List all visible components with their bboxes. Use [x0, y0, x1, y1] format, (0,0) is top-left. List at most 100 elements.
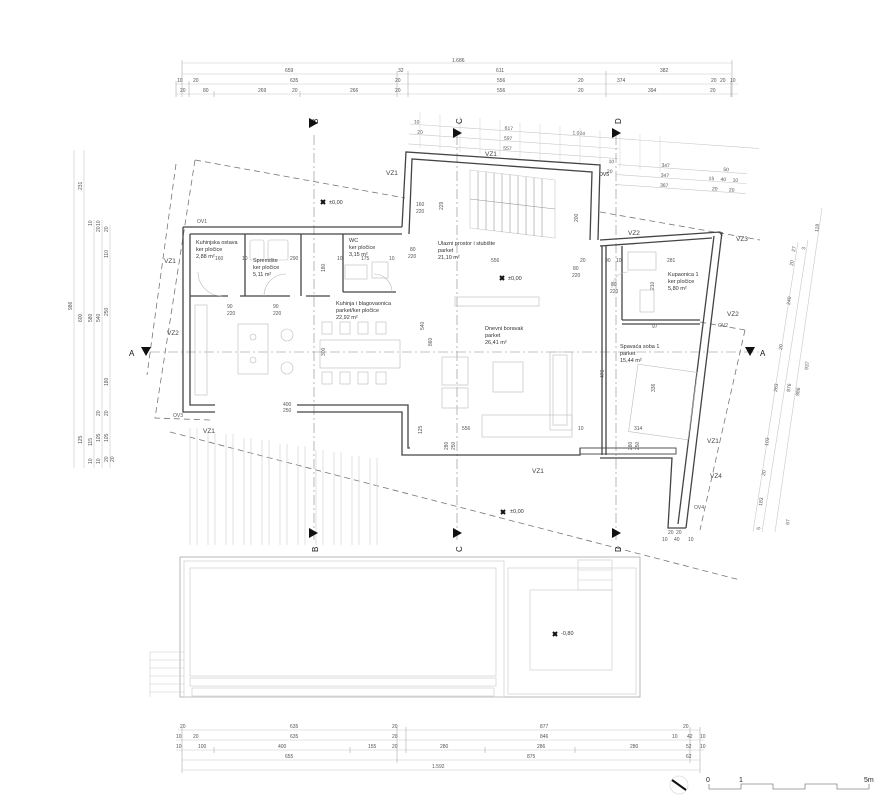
room-area: 21,10 m²	[438, 255, 460, 261]
dim-label: 557	[503, 146, 512, 153]
dim-label: 20	[761, 470, 768, 477]
dim-label: 125	[418, 425, 424, 434]
dim-label: 220	[227, 311, 236, 317]
dim-label: 556	[497, 88, 506, 94]
dim-label: 180	[104, 377, 110, 386]
dim-label: 10	[96, 458, 102, 464]
dim-label: 220	[572, 273, 581, 279]
dim-label: 97	[652, 324, 658, 330]
dim-label: 100	[198, 744, 207, 750]
dim-label: 105	[96, 433, 102, 442]
dim-label: 20	[778, 344, 785, 351]
level-value: ±0,00	[508, 276, 522, 282]
dim-label: 655	[285, 754, 294, 760]
dim-label: 20	[712, 186, 718, 192]
dim-label: 115	[88, 438, 94, 446]
pergola-slats	[189, 428, 378, 545]
dim-label: 42	[687, 734, 693, 740]
dim-label: 937	[804, 361, 811, 370]
dim-label: 281	[667, 258, 676, 264]
dim-label: 876	[786, 383, 793, 392]
room-kitchen-pantry: Kuhinjska ostava ker pločice 2,88 m²	[196, 240, 239, 260]
dim-label: 10	[700, 734, 706, 740]
dim-label: 269	[258, 88, 267, 94]
room-name: WC	[349, 238, 358, 244]
entrance-pergola-slats	[419, 112, 661, 172]
dim-label: 160	[215, 256, 224, 262]
site-boundary	[146, 159, 761, 581]
dim-label: 3	[801, 246, 807, 250]
dim-label: 20	[96, 226, 102, 232]
dim-label: 20	[607, 169, 613, 175]
section-axis-lines	[150, 135, 760, 540]
opening-tag: OV5	[599, 172, 609, 178]
dim-label: 10	[616, 258, 622, 264]
section-marker-d-top: D	[612, 118, 623, 138]
room-area: 5,80 m²	[668, 286, 687, 292]
dim-label: 286	[537, 744, 546, 750]
dim-label: 90	[227, 304, 233, 310]
opening-tag: OV3	[173, 413, 183, 419]
scale-label: 5m	[864, 777, 874, 784]
room-area: 22,92 m²	[336, 315, 358, 321]
north-arrow-icon	[669, 775, 689, 795]
room-living: Dnevni boravak parket 26,41 m²	[485, 326, 523, 346]
wall-tag: VZ1	[532, 468, 544, 475]
section-label: A	[760, 349, 766, 358]
opening-tag: OV5	[599, 172, 609, 178]
dim-label: 10	[242, 256, 248, 262]
dim-label: 394	[648, 88, 657, 94]
dim-label: 10	[578, 426, 584, 432]
section-marker-c-top: C	[453, 118, 464, 138]
dim-label: 556	[491, 258, 500, 264]
staircase	[469, 169, 556, 239]
room-bedroom-1: Spavaća soba 1 parket 15,44 m²	[620, 344, 659, 364]
dim-label: 32	[398, 68, 404, 74]
dim-label: 263	[773, 383, 780, 392]
dim-label: 20	[180, 724, 186, 730]
level-value: -0,80	[561, 631, 574, 637]
dim-label: 40	[674, 537, 680, 543]
room-labels: Kuhinjska ostava ker pločice 2,88 m² Spr…	[196, 238, 699, 364]
dim-label: 10	[732, 178, 738, 184]
room-area: 3,15 m²	[349, 252, 368, 258]
room-area: 26,41 m²	[485, 340, 507, 346]
section-marker-b-top: B	[309, 118, 320, 128]
wall-tag: VZ3	[736, 236, 748, 243]
dim-label: 556	[462, 426, 471, 432]
dim-label: 300	[321, 347, 327, 356]
dim-label: 210	[650, 281, 656, 290]
dim-label: 20	[578, 78, 584, 84]
section-markers: A A B B C C D D	[129, 118, 766, 552]
dim-label: 220	[610, 289, 619, 295]
dim-label: 10	[608, 159, 614, 165]
right-dimension-chains: 118 937 27 3 20 240 20 263 103 20 183 5 …	[752, 207, 823, 533]
dim-label: 10	[672, 734, 678, 740]
dim-label: 10	[389, 256, 395, 262]
furniture	[194, 239, 698, 441]
room-kitchen-dining: Kuhinja i blagovaonica parket/ker pločic…	[336, 301, 392, 321]
room-finish: parket	[438, 248, 454, 254]
dim-label: 10	[688, 537, 694, 543]
level-markers: ±0,00 ±0,00 ±0,00 -0,80	[320, 199, 574, 637]
dim-label: 20	[580, 258, 586, 264]
dim-label: 374	[617, 78, 626, 84]
dim-label: 103	[764, 437, 771, 446]
dim-label: 635	[290, 78, 299, 84]
section-label: C	[455, 546, 464, 552]
dim-label: 183	[758, 497, 765, 506]
dim-label: 986	[68, 301, 74, 310]
dim-label: 540	[96, 313, 102, 322]
dim-label: 476	[600, 369, 606, 378]
dim-label: 105	[104, 433, 110, 442]
section-label: A	[129, 349, 135, 358]
rotated-dimension-chains: 10 617 1.024 20 597 557 10 347 50 20 347…	[408, 119, 759, 194]
section-marker-a-left: A	[129, 347, 151, 358]
wall-tag: VZ2	[628, 230, 640, 237]
room-finish: ker pločice	[349, 245, 375, 251]
wall-tag: VZ1	[707, 438, 719, 445]
section-label: B	[311, 547, 320, 552]
dim-label: 280	[630, 744, 639, 750]
dim-label: 597	[504, 136, 513, 143]
wall-tag: VZ2	[167, 330, 179, 337]
